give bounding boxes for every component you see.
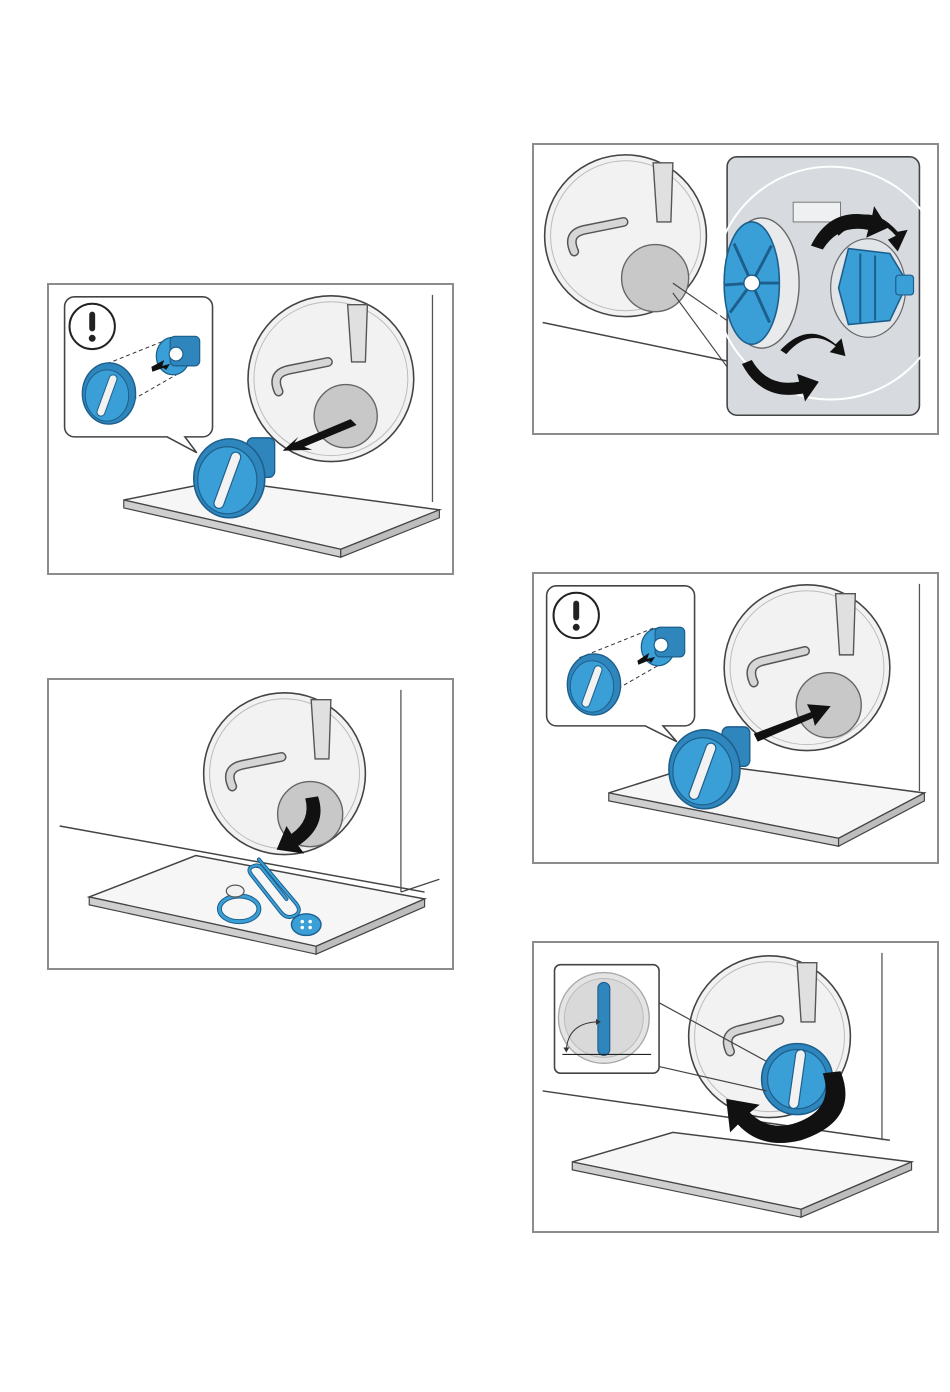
step-panel-insert-filter (532, 572, 939, 864)
warning-icon (554, 593, 599, 638)
step-panel-remove-objects (47, 678, 454, 970)
warning-icon (70, 304, 115, 349)
filter-opening (796, 673, 861, 738)
insert-filter-illustration (534, 574, 937, 862)
impeller-icon (724, 218, 799, 348)
step-panel-remove-filter (47, 283, 454, 575)
step-panel-clean-impeller (532, 143, 939, 435)
tighten-filter-illustration (534, 943, 937, 1231)
remove-filter-illustration (49, 285, 452, 573)
step-panel-tighten-filter (532, 941, 939, 1233)
clean-impeller-illustration (534, 145, 937, 433)
filter-cap-icon (82, 363, 135, 424)
filter-cap-icon (567, 654, 620, 715)
remove-objects-illustration (49, 680, 452, 968)
button-icon (291, 914, 321, 936)
